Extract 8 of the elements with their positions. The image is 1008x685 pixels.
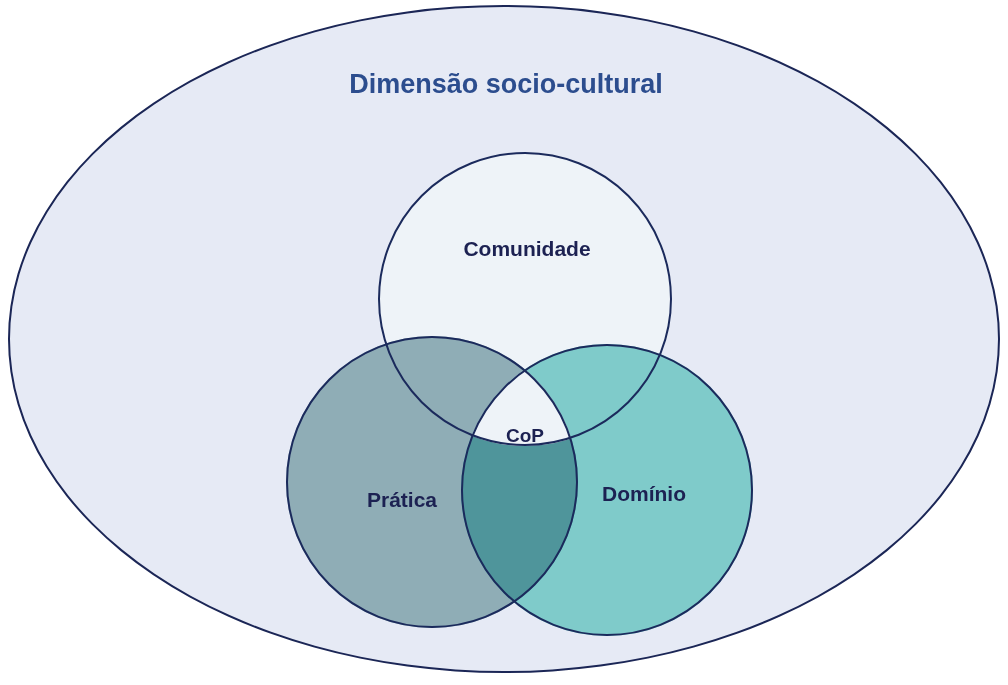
circle-label: Comunidade [463, 237, 591, 261]
diagram-heading: Dimensão socio-cultural [349, 68, 663, 100]
venn-circle [378, 152, 672, 446]
venn-circle [286, 336, 578, 628]
circle-label: CoP [506, 425, 544, 447]
circle-label: Domínio [602, 482, 686, 506]
circle-label: Prática [367, 488, 437, 512]
venn-circle [461, 344, 753, 636]
